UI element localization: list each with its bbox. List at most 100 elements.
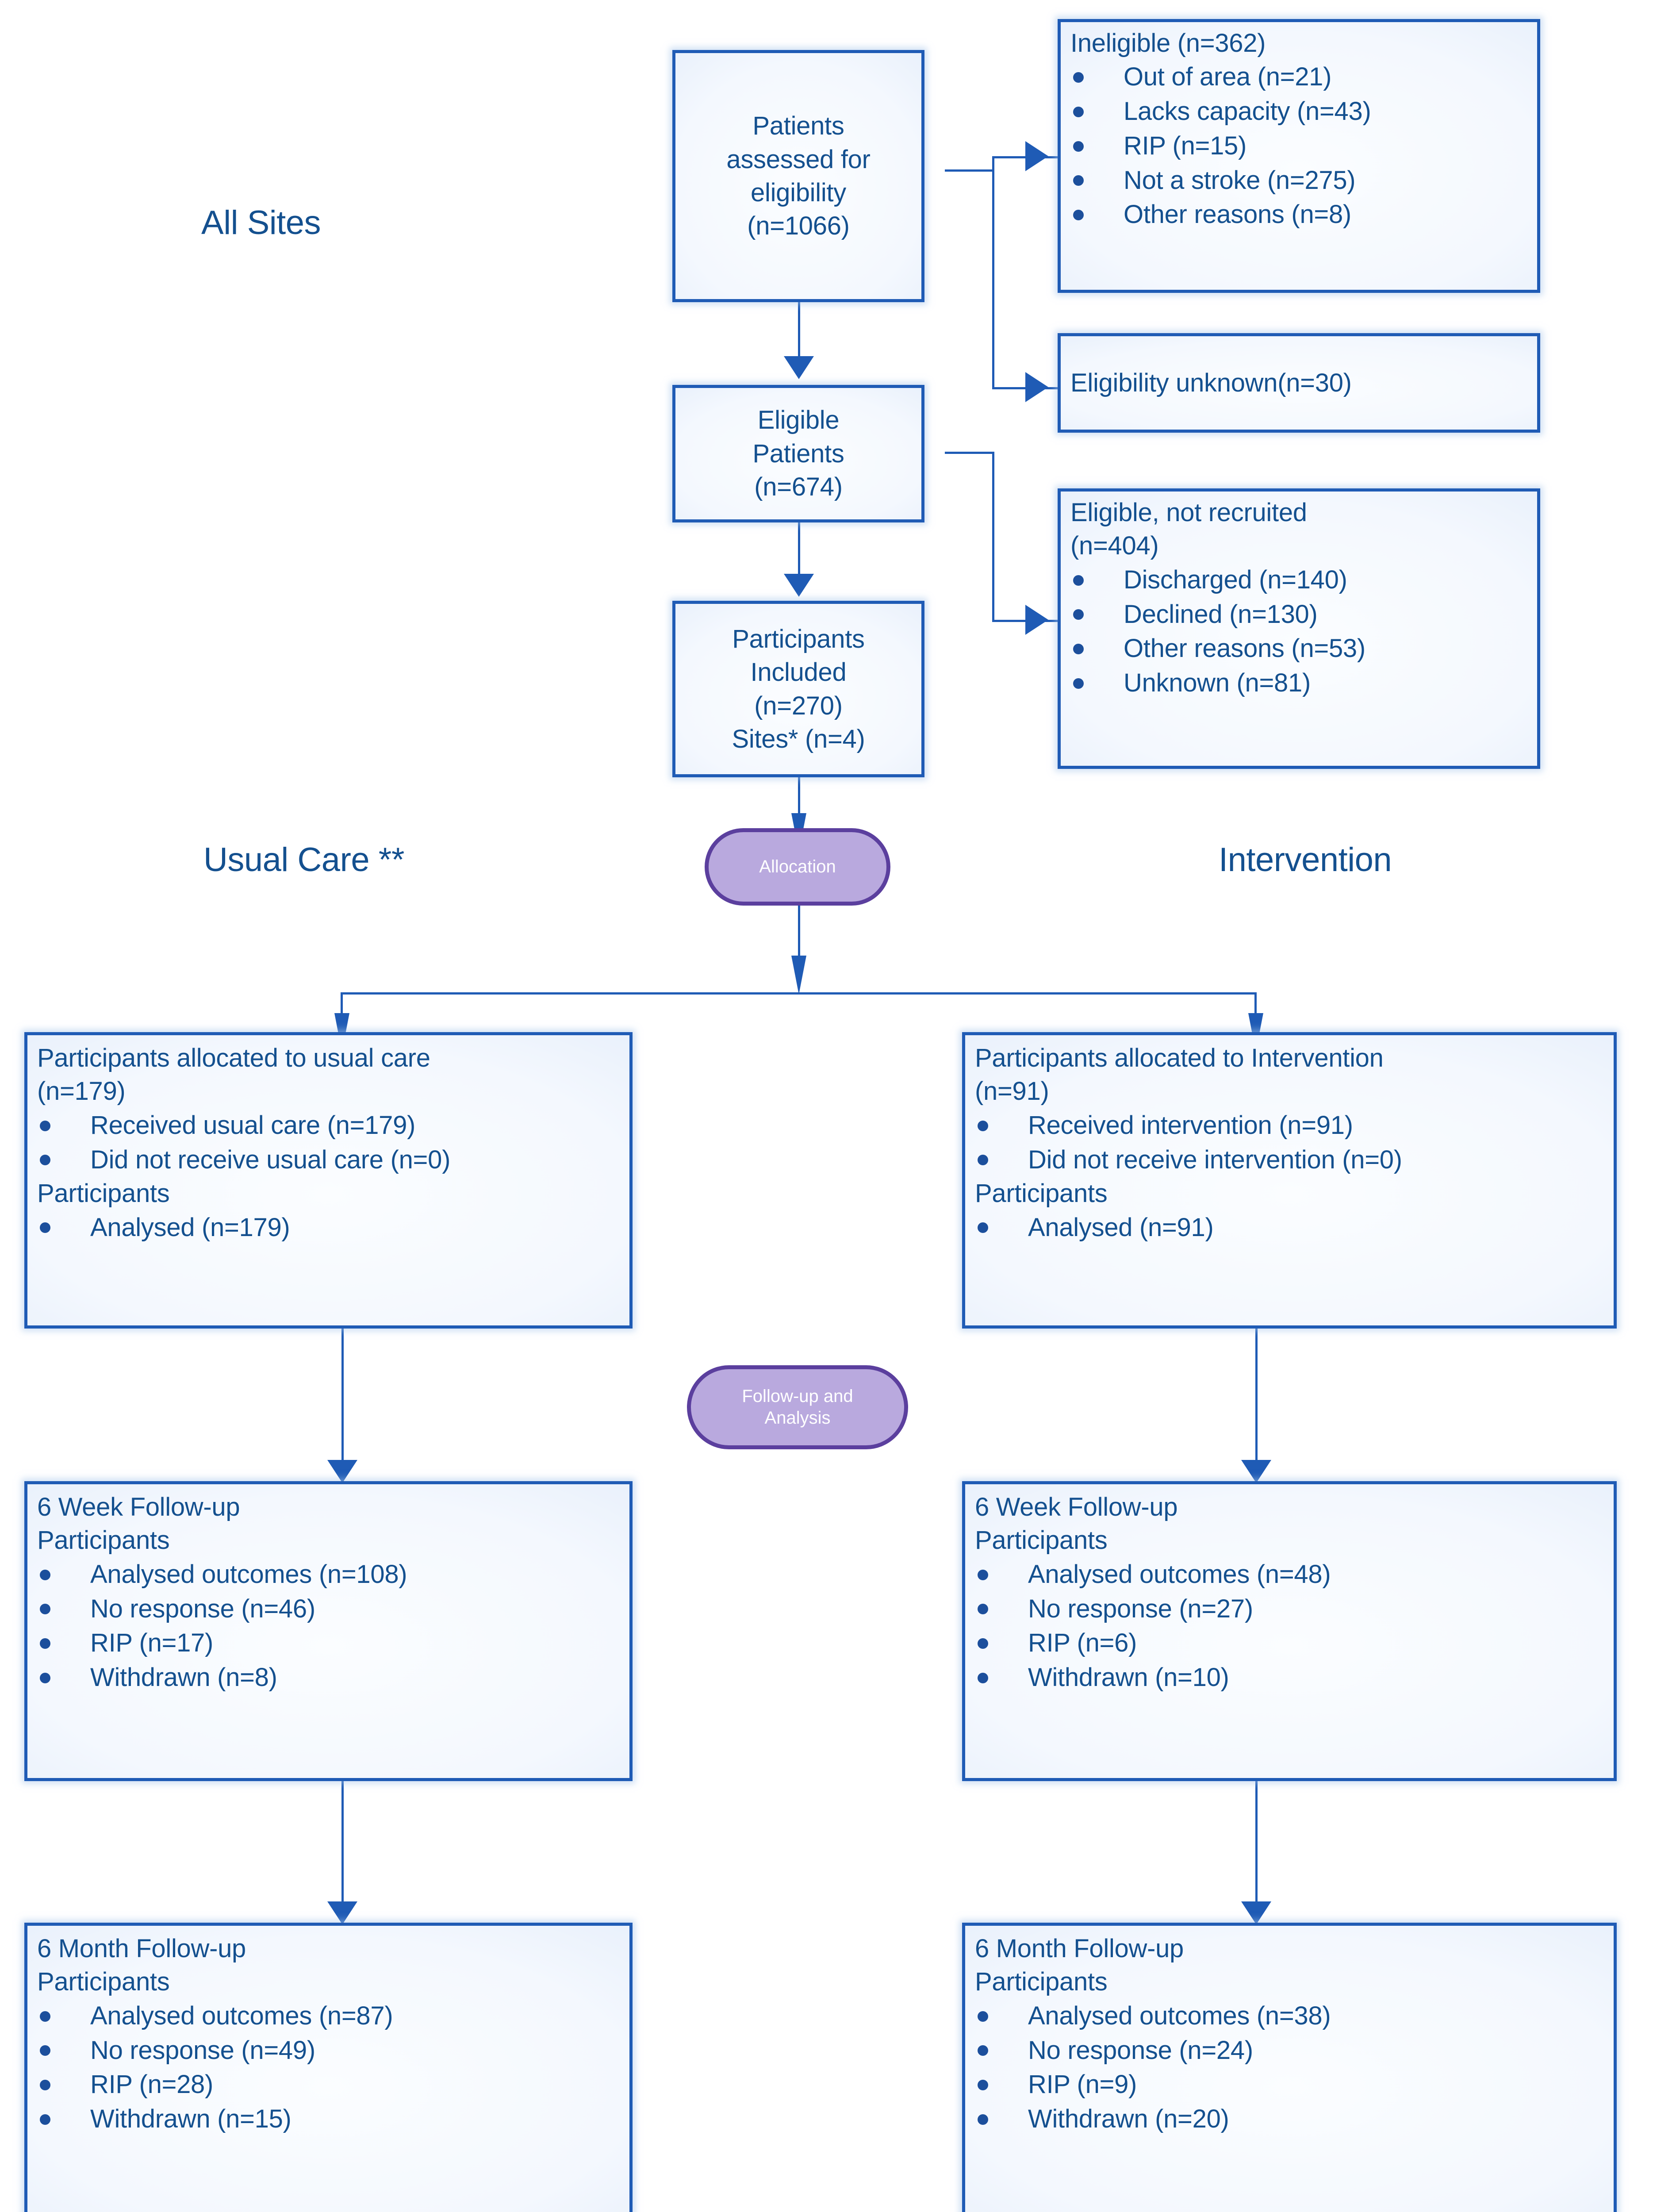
connector-allocation-split-bar: [341, 992, 1256, 995]
box-patients-assessed[interactable]: Patients assessed for eligibility (n=106…: [672, 50, 924, 302]
list-item: RIP (n=15): [1070, 129, 1527, 163]
stage-followup-analysis[interactable]: Follow-up and Analysis: [687, 1365, 908, 1449]
iv-alloc-analysed-list: Analysed (n=91): [975, 1210, 1604, 1245]
arrowhead-eligible-to-included: [784, 574, 814, 597]
not-recruited-list: Discharged (n=140) Declined (n=130) Othe…: [1070, 563, 1527, 700]
list-item: Did not receive intervention (n=0): [975, 1143, 1604, 1177]
caption-usual-care: Usual Care **: [203, 841, 404, 879]
arrowhead-to-eligibility-unknown: [1025, 372, 1048, 402]
iv-month6-list: Analysed outcomes (n=38) No response (n=…: [975, 1999, 1604, 2136]
stage-followup-label-2: Analysis: [764, 1408, 831, 1428]
connector-assessed-branch-stub: [945, 169, 994, 172]
list-item: Lacks capacity (n=43): [1070, 94, 1527, 129]
iv-month6-heading-1: 6 Month Follow-up: [975, 1934, 1184, 1963]
not-recruited-heading-1: Eligible, not recruited: [1070, 498, 1307, 527]
stage-allocation-label: Allocation: [759, 857, 836, 877]
iv-week6-list: Analysed outcomes (n=48) No response (n=…: [975, 1557, 1604, 1695]
uc-month6-heading-1: 6 Month Follow-up: [37, 1934, 246, 1963]
uc-alloc-list: Received usual care (n=179) Did not rece…: [37, 1108, 620, 1177]
connector-iv-alloc-to-week6: [1255, 1329, 1258, 1481]
arrowhead-iv-week6-to-month6: [1241, 1901, 1271, 1924]
uc-month6-heading-2: Participants: [37, 1967, 170, 1997]
list-item: RIP (n=28): [37, 2067, 620, 2102]
connector-eligible-branch-spine: [992, 452, 994, 621]
caption-intervention: Intervention: [1219, 841, 1392, 879]
list-item: RIP (n=9): [975, 2067, 1604, 2102]
iv-week6-heading-1: 6 Week Follow-up: [975, 1493, 1178, 1521]
box-ineligible[interactable]: Ineligible (n=362) Out of area (n=21) La…: [1058, 19, 1540, 293]
eligibility-unknown-heading: Eligibility unknown(n=30): [1070, 368, 1352, 397]
connector-allocation-split-stem: [798, 905, 800, 985]
box-usual-care-week6[interactable]: 6 Week Follow-up Participants Analysed o…: [24, 1481, 633, 1781]
connector-uc-alloc-to-week6: [341, 1329, 344, 1481]
list-item: Analysed (n=179): [37, 1210, 620, 1245]
assessed-line-2: assessed for: [726, 145, 871, 174]
included-line-1: Participants: [732, 624, 865, 653]
list-item: No response (n=27): [975, 1592, 1604, 1626]
list-item: Withdrawn (n=8): [37, 1660, 620, 1695]
list-item: Received intervention (n=91): [975, 1108, 1604, 1143]
uc-week6-heading-2: Participants: [37, 1526, 170, 1555]
box-intervention-week6[interactable]: 6 Week Follow-up Participants Analysed o…: [962, 1481, 1617, 1781]
box-intervention-month6[interactable]: 6 Month Follow-up Participants Analysed …: [962, 1923, 1617, 2212]
connector-assessed-branch-spine: [992, 156, 994, 388]
arrowhead-allocation-split-stem: [791, 956, 806, 995]
list-item: No response (n=49): [37, 2033, 620, 2068]
box-usual-care-allocation[interactable]: Participants allocated to usual care (n=…: [24, 1032, 633, 1329]
iv-alloc-heading-1: Participants allocated to Intervention: [975, 1044, 1384, 1072]
list-item: Withdrawn (n=10): [975, 1660, 1604, 1695]
list-item: RIP (n=17): [37, 1626, 620, 1660]
arrowhead-assessed-to-eligible: [784, 356, 814, 379]
box-eligible-not-recruited[interactable]: Eligible, not recruited (n=404) Discharg…: [1058, 488, 1540, 769]
connector-eligible-to-included: [798, 522, 800, 579]
iv-month6-heading-2: Participants: [975, 1967, 1108, 1997]
list-item: Analysed outcomes (n=38): [975, 1999, 1604, 2033]
ineligible-heading: Ineligible (n=362): [1070, 29, 1266, 58]
arrowhead-to-not-recruited: [1025, 605, 1048, 635]
list-item: Not a stroke (n=275): [1070, 163, 1527, 198]
connector-assessed-to-eligible: [798, 302, 800, 360]
iv-alloc-heading-2: (n=91): [975, 1077, 1049, 1106]
eligible-line-2: Patients: [752, 439, 844, 468]
box-eligibility-unknown[interactable]: Eligibility unknown(n=30): [1058, 333, 1540, 433]
included-line-3: (n=270): [754, 691, 843, 720]
list-item: Did not receive usual care (n=0): [37, 1143, 620, 1177]
caption-all-sites: All Sites: [201, 204, 321, 242]
list-item: Analysed outcomes (n=48): [975, 1557, 1604, 1592]
list-item: Analysed outcomes (n=108): [37, 1557, 620, 1592]
iv-week6-heading-2: Participants: [975, 1526, 1108, 1555]
list-item: Out of area (n=21): [1070, 60, 1527, 94]
connector-allocation-split-right: [1254, 992, 1257, 1032]
list-item: Analysed (n=91): [975, 1210, 1604, 1245]
stage-allocation[interactable]: Allocation: [705, 828, 890, 906]
list-item: Withdrawn (n=15): [37, 2102, 620, 2136]
list-item: RIP (n=6): [975, 1626, 1604, 1660]
uc-month6-list: Analysed outcomes (n=87) No response (n=…: [37, 1999, 620, 2136]
arrowhead-uc-week6-to-month6: [327, 1901, 357, 1924]
arrowhead-uc-alloc-to-week6: [327, 1460, 357, 1483]
eligible-line-3: (n=674): [754, 472, 843, 502]
iv-alloc-list: Received intervention (n=91) Did not rec…: [975, 1108, 1604, 1177]
iv-alloc-subheading: Participants: [975, 1179, 1108, 1208]
connector-uc-week6-to-month6: [341, 1781, 344, 1923]
uc-alloc-subheading: Participants: [37, 1179, 170, 1208]
list-item: No response (n=46): [37, 1592, 620, 1626]
box-intervention-allocation[interactable]: Participants allocated to Intervention (…: [962, 1032, 1617, 1329]
uc-alloc-heading-1: Participants allocated to usual care: [37, 1044, 430, 1072]
connector-eligible-branch-stub: [945, 452, 994, 454]
eligible-line-1: Eligible: [757, 406, 840, 435]
uc-alloc-heading-2: (n=179): [37, 1077, 126, 1106]
box-usual-care-month6[interactable]: 6 Month Follow-up Participants Analysed …: [24, 1923, 633, 2212]
ineligible-list: Out of area (n=21) Lacks capacity (n=43)…: [1070, 60, 1527, 232]
assessed-line-1: Patients: [752, 111, 844, 141]
box-eligible-patients[interactable]: Eligible Patients (n=674): [672, 385, 924, 522]
uc-week6-heading-1: 6 Week Follow-up: [37, 1493, 240, 1521]
included-line-2: Included: [750, 658, 847, 687]
arrowhead-to-ineligible: [1025, 141, 1048, 171]
connector-iv-week6-to-month6: [1255, 1781, 1258, 1923]
list-item: Discharged (n=140): [1070, 563, 1527, 597]
list-item: Other reasons (n=8): [1070, 197, 1527, 232]
box-participants-included[interactable]: Participants Included (n=270) Sites* (n=…: [672, 601, 924, 777]
list-item: Other reasons (n=53): [1070, 631, 1527, 666]
